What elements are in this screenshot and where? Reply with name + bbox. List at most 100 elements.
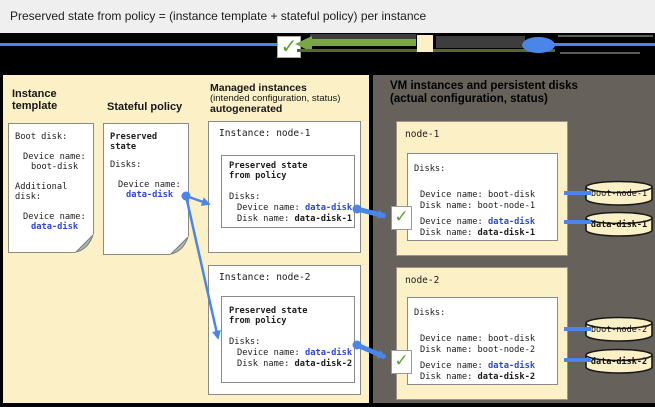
legend-blue-line-left <box>0 43 277 46</box>
disk-label: Disk name: <box>237 359 295 369</box>
check-icon: ✓ <box>280 34 298 58</box>
disk-value: boot-node-2 <box>477 345 536 355</box>
disks-label: Disks: <box>414 308 446 318</box>
boot-device-label: Device name: <box>23 152 86 162</box>
cylinder-icon <box>585 211 653 237</box>
device-label: Device name: <box>420 334 488 344</box>
device-label: Device name: <box>420 361 488 371</box>
cylinder-icon <box>585 316 653 342</box>
connector-line-boot-2 <box>564 327 591 331</box>
disks-label: Disks: <box>229 337 261 347</box>
connector-line-data-2 <box>564 358 591 362</box>
page-title: Preserved state from policy = (instance … <box>10 9 427 23</box>
device-label: Device name: <box>237 348 305 358</box>
disk-cylinder-boot-node-2: boot-node-2 <box>584 316 654 343</box>
preserved-title-2: from policy <box>229 316 287 326</box>
disk-cylinder-boot-node-1: boot-node-1 <box>584 180 654 207</box>
boot-disk-label: Boot disk: <box>15 132 68 142</box>
instance-template-header: Instance template <box>12 88 58 112</box>
legend-label-bar-1 <box>310 34 416 39</box>
actual-header-1: VM instances and persistent disks <box>390 80 578 92</box>
preserved-title-2: from policy <box>229 171 287 181</box>
node-2-card: node-2 Disks: Device name: boot-disk Dis… <box>396 267 568 400</box>
node-title: node-1 <box>405 129 440 140</box>
disk-cylinder-data-disk-1: data-disk-1 <box>584 211 654 238</box>
legend-disk-oval-icon <box>522 37 555 53</box>
check-icon: ✓ <box>394 207 409 227</box>
data-disk-row: Disk name: data-disk-2 <box>420 372 535 382</box>
disk-label: Disk name: <box>420 228 478 238</box>
node-title: node-2 <box>405 275 440 286</box>
preserved-state-box-node-1: Preserved state from policy Disks: Devic… <box>221 155 355 228</box>
disk-label: Disk name: <box>420 372 478 382</box>
check-icon: ✓ <box>394 351 409 371</box>
disk-label: boot-node-2 <box>590 325 648 335</box>
device-label: Device name: <box>420 217 488 227</box>
legend-thin-line-1 <box>558 35 653 37</box>
disk-label: Disk name: <box>420 201 478 211</box>
device-row: Device name: data-disk <box>237 203 352 213</box>
policy-title-1: Preserved <box>110 132 158 142</box>
managed-instances-header: Managed instances <box>210 82 307 94</box>
disk-label: data-disk-2 <box>590 357 648 367</box>
folded-corner-icon <box>75 234 94 253</box>
preserved-title-1: Preserved state <box>229 306 308 316</box>
stateful-policy-header: Stateful policy <box>107 101 183 113</box>
actual-header-2: (actual configuration, status) <box>390 93 548 105</box>
device-value: data-disk <box>488 217 536 227</box>
disk-cylinder-data-disk-2: data-disk-2 <box>584 348 654 375</box>
additional-disk-label-2: disk: <box>15 192 42 202</box>
disk-value: boot-node-1 <box>477 201 536 211</box>
node-1-card: node-1 Disks: Device name: boot-disk Dis… <box>396 121 568 256</box>
data-device-row: Device name: data-disk <box>420 361 535 371</box>
managed-instances-autogenerated: autogenerated <box>210 103 283 115</box>
device-value: data-disk <box>488 361 536 371</box>
boot-device-value: boot-disk <box>31 162 79 172</box>
title-bar: Preserved state from policy = (instance … <box>0 0 655 33</box>
additional-disk-label-1: Additional <box>15 182 68 192</box>
device-value: data-disk <box>305 203 353 213</box>
cylinder-icon <box>585 348 653 374</box>
legend-green-arrowhead-icon <box>295 36 312 52</box>
connector-line-data-1 <box>564 220 591 224</box>
policy-disks-label: Disks: <box>110 160 142 170</box>
instance-template-doc: Boot disk: Device name: boot-disk Additi… <box>8 123 94 253</box>
disks-label: Disks: <box>229 192 261 202</box>
disk-value: data-disk-1 <box>477 228 536 238</box>
device-value: boot-disk <box>488 334 536 344</box>
boot-disk-row: Disk name: boot-node-1 <box>420 201 535 211</box>
legend-label-bar-2 <box>436 36 525 48</box>
legend-thin-line-2 <box>560 52 640 54</box>
disk-label: boot-node-1 <box>590 189 648 199</box>
legend-template-swatch <box>417 35 433 52</box>
device-value: data-disk <box>305 348 353 358</box>
policy-device-value: data-disk <box>126 190 174 200</box>
instance-card-node-2: Instance: node-2 Preserved state from po… <box>208 265 361 395</box>
preserved-state-box-node-2: Preserved state from policy Disks: Devic… <box>221 296 355 383</box>
disks-label: Disks: <box>414 164 446 174</box>
disk-label: Disk name: <box>420 345 478 355</box>
applied-check-node-2: ✓ <box>391 350 412 374</box>
data-disk-row: Disk name: data-disk-1 <box>420 228 535 238</box>
policy-device-label: Device name: <box>118 180 181 190</box>
legend-blue-line-right <box>553 43 655 46</box>
data-device-label: Device name: <box>23 212 86 222</box>
preserved-title-1: Preserved state <box>229 161 308 171</box>
disk-row: Disk name: data-disk-2 <box>237 359 352 369</box>
disk-value: data-disk-1 <box>294 214 353 224</box>
boot-device-row: Device name: boot-disk <box>420 190 535 200</box>
instance-title: Instance: node-1 <box>219 128 311 139</box>
disk-value: data-disk-2 <box>294 359 353 369</box>
boot-device-row: Device name: boot-disk <box>420 334 535 344</box>
policy-title-2: state <box>110 142 137 152</box>
device-value: boot-disk <box>488 190 536 200</box>
disk-label: data-disk-1 <box>590 220 648 230</box>
device-row: Device name: data-disk <box>237 348 352 358</box>
applied-check-node-1: ✓ <box>391 206 412 230</box>
connector-line-boot-1 <box>564 191 591 195</box>
device-label: Device name: <box>420 190 488 200</box>
legend-green-arrow <box>311 39 416 46</box>
node-1-disks-box: Disks: Device name: boot-disk Disk name:… <box>407 153 558 241</box>
cylinder-icon <box>585 180 653 206</box>
